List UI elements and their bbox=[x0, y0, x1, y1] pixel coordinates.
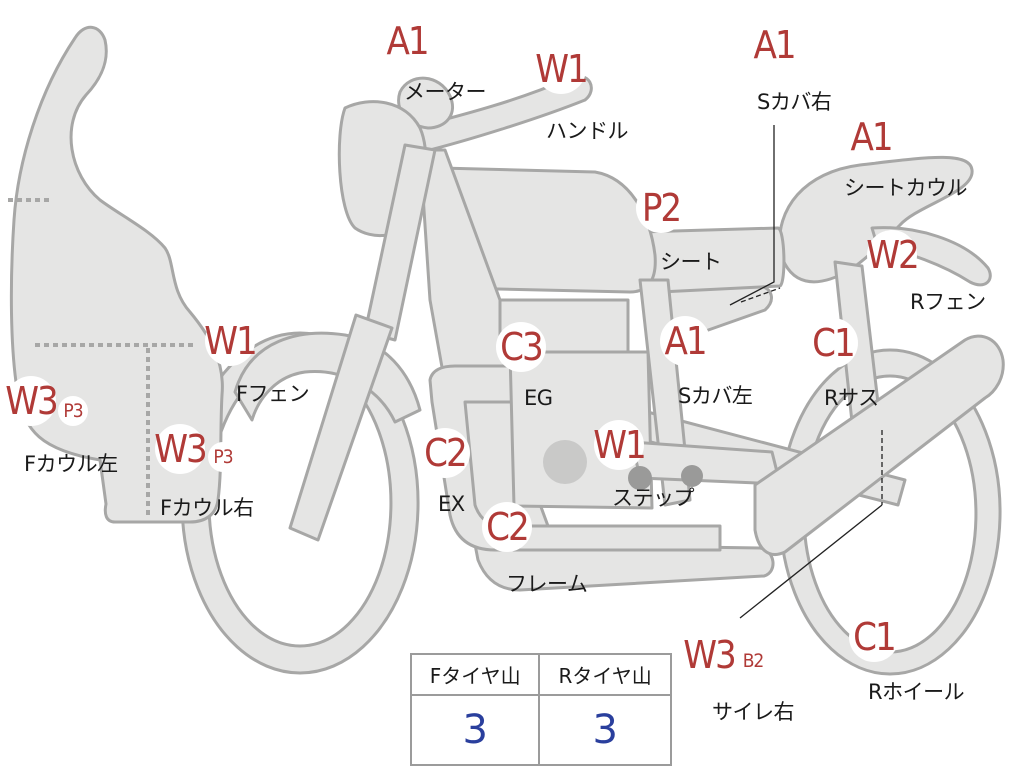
code-badge: A1 bbox=[382, 16, 432, 66]
front-tire-value: 3 bbox=[409, 694, 541, 766]
muffler-shape bbox=[753, 334, 1005, 556]
code-badge: W1 bbox=[204, 316, 258, 366]
code-badge: A1 bbox=[846, 112, 896, 162]
code-badge: W2 bbox=[866, 230, 920, 280]
code-badge: C1 bbox=[808, 318, 858, 368]
rear-tire-header: Rタイヤ山 bbox=[538, 652, 672, 697]
sub-code-badge: P3 bbox=[58, 396, 88, 426]
part-name: Sカバ左 bbox=[678, 384, 753, 408]
muffler-leader bbox=[739, 504, 883, 619]
part-name: Fフェン bbox=[236, 382, 310, 406]
code-badge: C1 bbox=[849, 612, 899, 662]
part-name: Fカウル左 bbox=[24, 452, 118, 476]
sub-code-badge: B2 bbox=[738, 646, 768, 676]
part-name: Rフェン bbox=[910, 290, 986, 314]
front-tire-header: Fタイヤ山 bbox=[409, 652, 541, 697]
handlebar-shape bbox=[403, 74, 593, 154]
fork-lower-shape bbox=[288, 313, 394, 542]
part-name: シートカウル bbox=[844, 176, 968, 200]
part-name: ステップ bbox=[612, 486, 695, 510]
part-name: Rホイール bbox=[868, 680, 965, 704]
part-name: フレーム bbox=[506, 572, 588, 596]
part-name: Rサス bbox=[824, 386, 879, 410]
frame-shape bbox=[418, 148, 775, 592]
part-name: Sカバ右 bbox=[757, 90, 832, 114]
code-badge: W3 bbox=[5, 376, 59, 426]
code-badge: A1 bbox=[660, 316, 710, 366]
part-name: ハンドル bbox=[546, 119, 629, 143]
code-badge: C2 bbox=[482, 502, 532, 552]
part-name: EG bbox=[524, 386, 553, 410]
code-badge: C2 bbox=[420, 428, 470, 478]
rear-tire-value: 3 bbox=[538, 694, 672, 766]
code-badge: W3 bbox=[683, 630, 737, 680]
part-name: シート bbox=[660, 250, 722, 274]
part-name: メーター bbox=[404, 80, 487, 104]
code-badge: C3 bbox=[496, 322, 546, 372]
code-badge: A1 bbox=[749, 20, 799, 70]
tire-tread-table: Fタイヤ山 Rタイヤ山 3 3 bbox=[409, 652, 672, 766]
part-name: EX bbox=[438, 492, 465, 516]
part-name: Fカウル右 bbox=[160, 496, 254, 520]
fork-shape bbox=[363, 143, 437, 342]
code-badge: W3 bbox=[154, 424, 208, 474]
code-badge: W1 bbox=[535, 44, 589, 94]
sub-code-badge: P3 bbox=[208, 442, 238, 472]
part-name: サイレ右 bbox=[712, 700, 795, 724]
side-cover-right-leader bbox=[729, 125, 775, 306]
code-badge: P2 bbox=[636, 183, 686, 233]
code-badge: W1 bbox=[593, 420, 647, 470]
